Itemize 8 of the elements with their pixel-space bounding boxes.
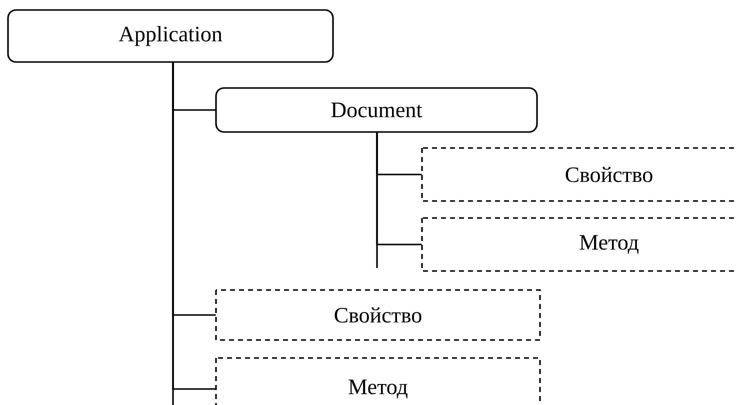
object-box: Document xyxy=(215,87,538,133)
member-box: Свойство xyxy=(215,289,541,341)
object-box: Application xyxy=(7,9,334,63)
tree-connector xyxy=(172,62,216,390)
member-box: Метод xyxy=(421,217,736,272)
member-box: Метод xyxy=(215,357,541,405)
member-box: Свойство xyxy=(421,147,736,202)
tree-connector xyxy=(376,132,422,246)
